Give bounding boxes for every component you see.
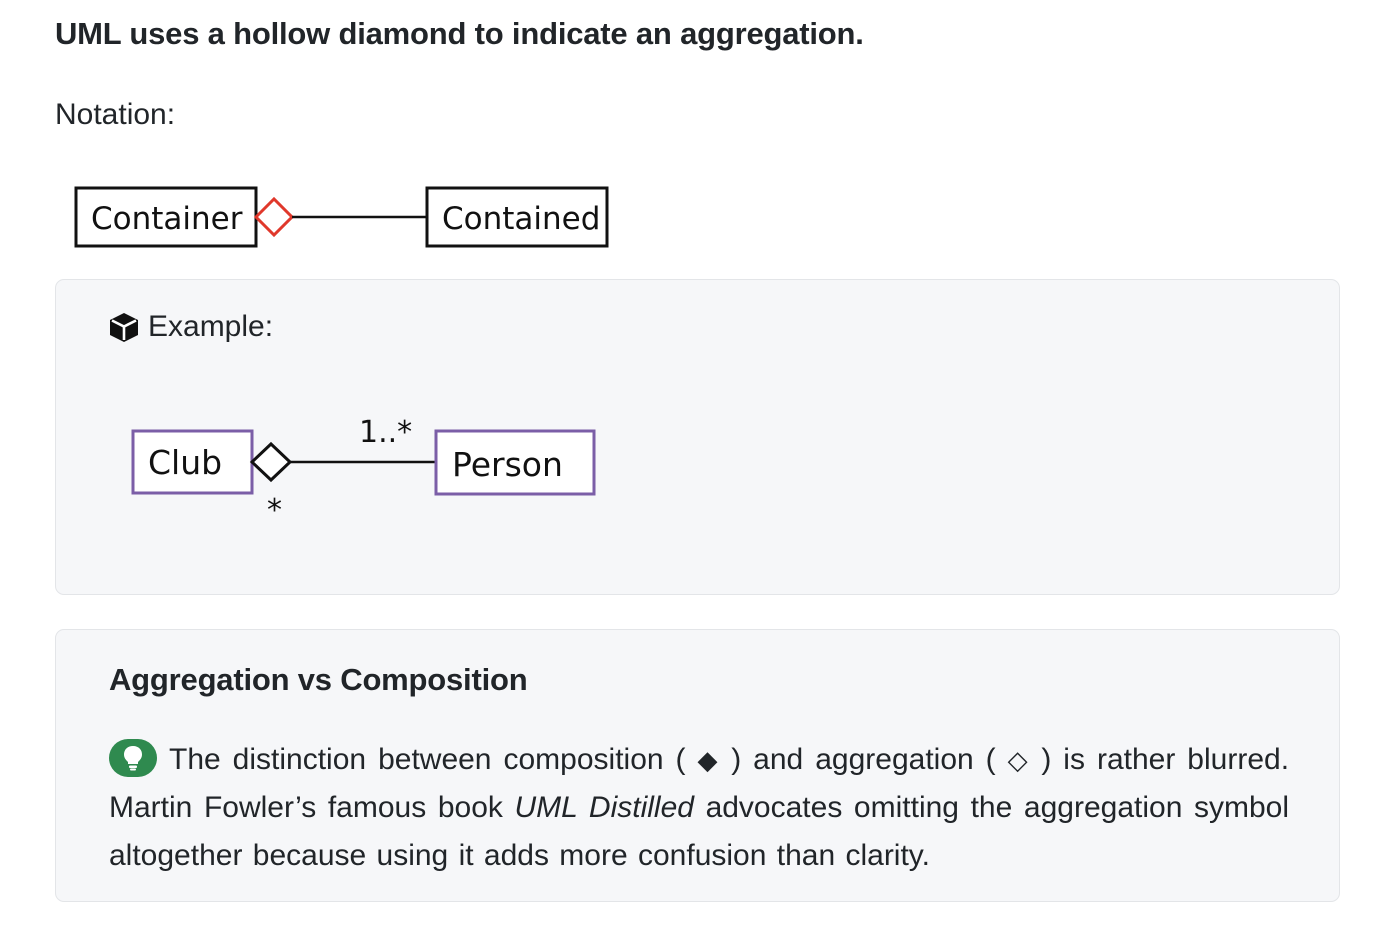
book-title: UML Distilled [514, 791, 694, 824]
club-box [131, 429, 254, 495]
tip-text-3: ) is rather blurred. Martin Fowler’s fam… [109, 743, 1290, 824]
tip-text-4: advocates omitting the aggregation symbo… [109, 791, 1290, 872]
example-label: Example: [148, 310, 274, 343]
lightbulb-icon [109, 739, 157, 777]
hollow-diamond-icon [253, 196, 295, 238]
person-box [434, 429, 596, 496]
tip-title: Aggregation vs Composition [109, 662, 528, 697]
tip-text-2: ) and aggregation ( [731, 743, 996, 776]
example-header: Example: [108, 310, 273, 344]
tip-text: The distinction between composition ( ◆ … [109, 736, 1289, 880]
example-panel: Example: Club 1..* * Person [55, 279, 1340, 595]
multiplicity-part: 1..* [359, 415, 412, 450]
notation-diagram: Container Contained [74, 186, 609, 248]
tip-panel: Aggregation vs Composition The distincti… [55, 629, 1340, 902]
person-label: Person [452, 445, 563, 484]
filled-diamond-icon: ◆ [697, 745, 720, 775]
multiplicity-whole: * [267, 493, 282, 525]
tip-text-1: The distinction between composition ( [169, 743, 686, 776]
notation-label: Notation: [55, 98, 176, 131]
hollow-diamond-icon [249, 441, 293, 483]
example-diagram: Club 1..* * Person [131, 415, 596, 525]
container-label: Container [91, 201, 243, 237]
container-box [74, 186, 258, 248]
contained-box [425, 186, 609, 248]
cube-icon [110, 313, 138, 342]
contained-label: Contained [442, 201, 600, 237]
club-label: Club [148, 443, 222, 482]
page-heading: UML uses a hollow diamond to indicate an… [55, 16, 864, 51]
hollow-diamond-icon: ◇ [1007, 745, 1030, 775]
